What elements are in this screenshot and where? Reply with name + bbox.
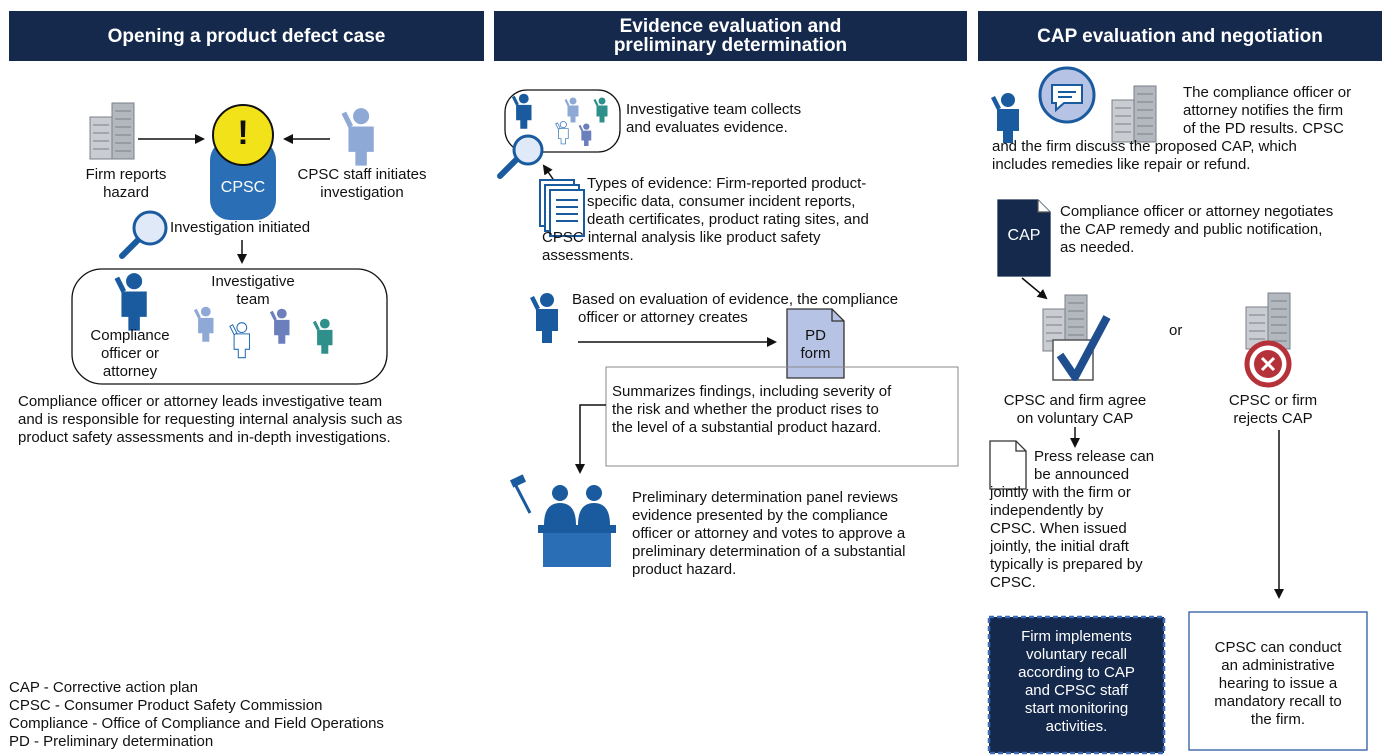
compliance-officer-label: Compliance officer or attorney (90, 327, 170, 380)
panel-review-text: Preliminary determination panel reviews … (632, 489, 906, 578)
header-cap-evaluation: CAP evaluation and negotiation (978, 11, 1382, 61)
team-member-icon (269, 308, 290, 344)
compliance-officer-icon (114, 273, 147, 331)
team-member-icon (193, 306, 214, 342)
legend-item: CPSC - Consumer Product Safety Commissio… (9, 697, 323, 714)
cpsc-badge-label: CPSC (220, 179, 266, 196)
header-opening-case: Opening a product defect case (9, 11, 484, 61)
arrow-cap-to-agree (1021, 277, 1048, 300)
hearing-box (1188, 611, 1368, 751)
recall-box (987, 615, 1166, 755)
header-title: CAP evaluation and negotiation (1037, 25, 1323, 47)
abbreviation-legend: CAP - Corrective action plan CPSC - Cons… (9, 679, 384, 751)
header-title-line1: Evidence evaluation and (619, 16, 842, 37)
press-release-text: Press release can be announced jointly w… (990, 448, 1155, 591)
negotiates-text: Compliance officer or attorney negotiate… (1060, 203, 1334, 256)
investigation-initiated-label: Investigation initiated (170, 219, 311, 236)
investigative-team-box (71, 268, 388, 385)
or-label: or (1169, 322, 1183, 339)
legend-item: PD - Preliminary determination (9, 733, 214, 750)
review-panel-icon (509, 474, 616, 567)
agree-cap-label: CPSC and firm agree on voluntary CAP (1003, 392, 1147, 427)
header-evidence-evaluation: Evidence evaluation and preliminary dete… (494, 11, 967, 61)
investigative-team-label: Investigative team (211, 273, 295, 308)
notify-firm-text: The compliance officer or attorney notif… (992, 84, 1352, 173)
collects-evidence-text: Investigative team collects and evaluate… (626, 101, 802, 136)
header-title: Opening a product defect case (107, 25, 386, 47)
based-on-evaluation-text: Based on evaluation of evidence, the com… (572, 291, 899, 326)
col1-description: Compliance officer or attorney leads inv… (18, 393, 403, 446)
team-member-icon (312, 318, 333, 354)
summary-text: Summarizes findings, including severity … (612, 383, 892, 436)
header-title-line2: preliminary determination (613, 35, 848, 56)
magnifier-icon (119, 210, 168, 259)
evidence-documents-icon (539, 179, 585, 237)
reject-cap-label: CPSC or firm rejects CAP (1228, 392, 1318, 427)
pd-form-label: PD form (800, 327, 831, 362)
speech-bubble-icon (1038, 66, 1096, 124)
voluntary-recall-text: Firm implements voluntary recall accordi… (1018, 628, 1135, 735)
firm-building-icon (89, 102, 135, 160)
cap-document-label: CAP (1007, 227, 1041, 244)
summary-box (605, 366, 959, 467)
reject-x-icon (1244, 340, 1292, 388)
compliance-officer-icon (530, 293, 558, 343)
cpsc-staff-icon (341, 108, 374, 166)
firm-reports-label: Firm reports hazard (85, 166, 167, 201)
staff-initiates-label: CPSC staff initiates investigation (297, 166, 427, 201)
team-member-icon (229, 322, 251, 359)
cap-document-icon (997, 199, 1051, 277)
legend-item: CAP - Corrective action plan (9, 679, 198, 696)
cpsc-badge-icon (210, 104, 276, 220)
checkmark-icon (1052, 315, 1111, 381)
legend-item: Compliance - Office of Compliance and Fi… (9, 715, 384, 732)
magnifier-icon (497, 134, 544, 179)
arrow-to-panel (575, 404, 606, 474)
administrative-hearing-text: CPSC can conduct an administrative heari… (1214, 639, 1342, 728)
alert-symbol: ! (237, 114, 249, 152)
evidence-types-text: Types of evidence: Firm-reported product… (542, 175, 869, 264)
